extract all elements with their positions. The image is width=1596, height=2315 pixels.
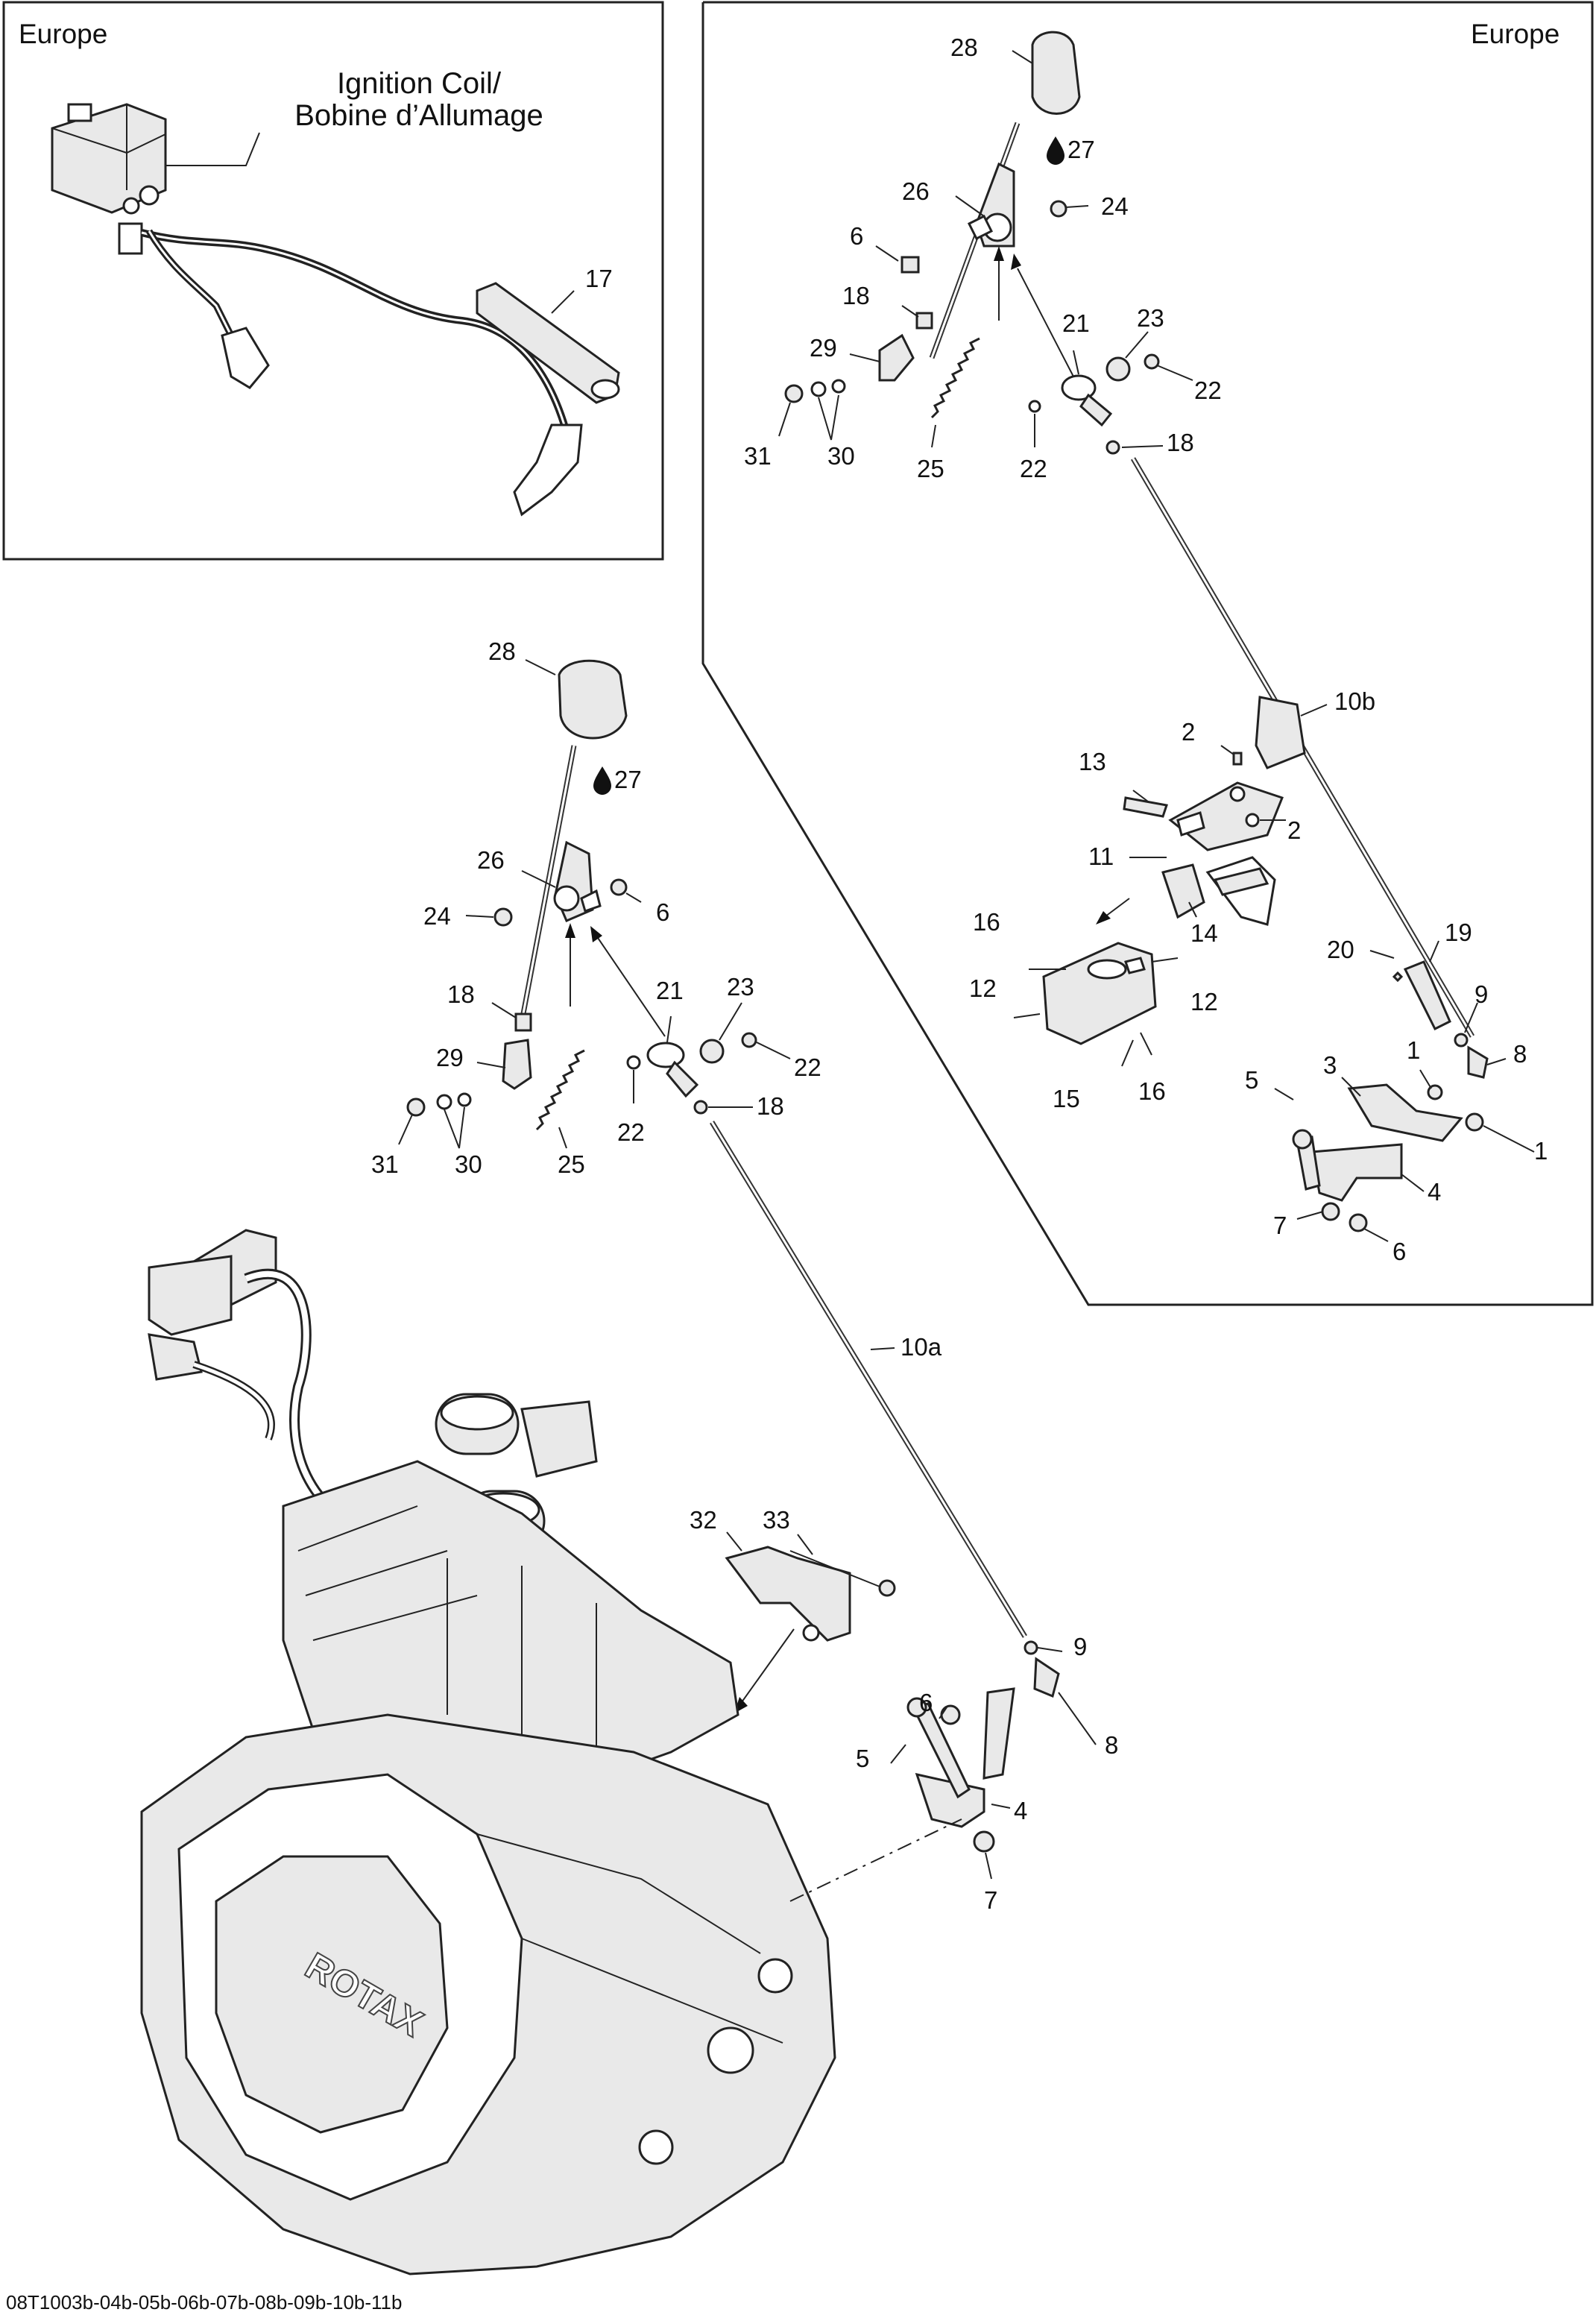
- callout-r-29: 29: [810, 334, 837, 362]
- callout-r-14: 14: [1190, 919, 1218, 947]
- callout-r-16a: 16: [973, 908, 1000, 936]
- main-shifter-assembly: ROTAX 28 27 26 24 6 18 21 23: [140, 637, 1118, 2275]
- callout-m-21: 21: [656, 977, 684, 1004]
- callout-r-12a: 12: [969, 974, 997, 1002]
- callout-r-2b: 2: [1287, 816, 1301, 844]
- callout-r-27: 27: [1067, 136, 1095, 163]
- callout-m-28: 28: [488, 637, 516, 665]
- callout-r-3: 3: [1323, 1051, 1337, 1079]
- inset-frame-right: [701, 1, 1594, 1306]
- callout-m-18b: 18: [757, 1092, 784, 1120]
- callout-m-6a: 6: [656, 898, 669, 926]
- callout-r-23: 23: [1137, 304, 1164, 332]
- callout-r-20: 20: [1327, 936, 1354, 963]
- drawing-code: 08T1003b-04b-05b-06b-07b-08b-09b-10b-11b: [6, 2291, 402, 2314]
- callout-m-29: 29: [436, 1044, 464, 1071]
- callout-r-24: 24: [1101, 192, 1129, 220]
- main-callouts: 28 27 26 24 6 18 21 23 22 29 31 30 25: [371, 637, 1118, 1914]
- spring-europe: [930, 337, 980, 419]
- callout-r-18b: 18: [1167, 429, 1194, 456]
- callout-m-24: 24: [423, 902, 451, 930]
- callout-r-6b: 6: [1392, 1238, 1406, 1265]
- callout-r-19: 19: [1445, 919, 1472, 946]
- inset-right-callouts: 28 27 26 24 6 18 21 23 22 29 31 30 25: [744, 34, 1548, 1265]
- shift-lever-plate: [1347, 1083, 1463, 1142]
- inset-frame-left: [2, 1, 664, 561]
- callout-r-31: 31: [744, 442, 772, 470]
- callout-r-13: 13: [1079, 748, 1106, 775]
- callout-r-4: 4: [1428, 1178, 1441, 1206]
- callout-m-7: 7: [984, 1886, 997, 1914]
- cable-boot: [1403, 960, 1451, 1031]
- shift-arm: [982, 1687, 1015, 1780]
- callout-r-25: 25: [917, 455, 944, 482]
- callout-m-22b: 22: [617, 1118, 645, 1146]
- ignition-coil-label-line2: Bobine d’Allumage: [294, 99, 543, 132]
- ignition-coil: [51, 103, 167, 255]
- callout-r-30: 30: [827, 442, 855, 470]
- oil-drop-icon-main: [593, 766, 611, 795]
- callout-r-22b: 22: [1020, 455, 1047, 482]
- callout-r-28: 28: [950, 34, 978, 61]
- callout-r-6a: 6: [850, 222, 863, 250]
- callout-m-5: 5: [856, 1745, 869, 1772]
- callout-r-7: 7: [1273, 1212, 1287, 1239]
- callout-r-21: 21: [1062, 309, 1090, 337]
- callout-m-10a: 10a: [900, 1333, 942, 1361]
- engine-rotax: ROTAX: [140, 1229, 962, 2275]
- callout-r-2a: 2: [1182, 718, 1195, 746]
- callout-m-4: 4: [1014, 1797, 1027, 1824]
- callout-r-12b: 12: [1190, 988, 1218, 1015]
- callout-r-5: 5: [1245, 1066, 1258, 1094]
- callout-r-10b: 10b: [1334, 687, 1375, 715]
- callout-r-15: 15: [1053, 1085, 1080, 1112]
- ignition-coil-label-line1: Ignition Coil/: [337, 67, 502, 100]
- inset-left-region-label: Europe: [19, 19, 107, 49]
- inset-ignition-coil: Europe Ignition Coil/ Bobine d’Allumage …: [2, 1, 664, 561]
- callout-m-6b: 6: [919, 1689, 933, 1716]
- callout-17: 17: [585, 265, 613, 292]
- callout-r-18a: 18: [842, 282, 870, 309]
- callout-m-27: 27: [614, 766, 642, 793]
- callout-m-8: 8: [1105, 1731, 1118, 1759]
- spring: [535, 1049, 585, 1131]
- callout-m-26: 26: [477, 846, 505, 874]
- callout-m-9: 9: [1073, 1633, 1087, 1660]
- callout-m-33: 33: [763, 1506, 790, 1534]
- inset-europe-shifter: Europe: [701, 1, 1594, 1306]
- callout-r-22a: 22: [1194, 377, 1222, 404]
- callout-m-18a: 18: [447, 980, 475, 1008]
- callout-m-22a: 22: [794, 1053, 821, 1081]
- callout-r-8: 8: [1513, 1040, 1527, 1068]
- callout-r-1a: 1: [1407, 1036, 1420, 1064]
- callout-m-32: 32: [690, 1506, 717, 1534]
- shift-knob: [558, 659, 628, 740]
- callout-r-11: 11: [1088, 842, 1114, 870]
- engine-cover-bracket: [725, 1546, 851, 1642]
- callout-r-16b: 16: [1138, 1077, 1166, 1105]
- shift-knob-europe: [1031, 31, 1081, 115]
- cable-mount-bracket: [1168, 781, 1284, 851]
- callout-r-26: 26: [902, 177, 930, 205]
- callout-m-30: 30: [455, 1150, 482, 1178]
- inset-right-region-label: Europe: [1471, 19, 1559, 49]
- callout-r-9: 9: [1474, 980, 1488, 1008]
- callout-m-23: 23: [727, 973, 754, 1001]
- shift-bracket: [1310, 1143, 1403, 1202]
- oil-drop-icon: [1047, 136, 1064, 165]
- callout-r-1b: 1: [1534, 1137, 1548, 1165]
- callout-m-31: 31: [371, 1150, 399, 1178]
- callout-m-25: 25: [558, 1150, 585, 1178]
